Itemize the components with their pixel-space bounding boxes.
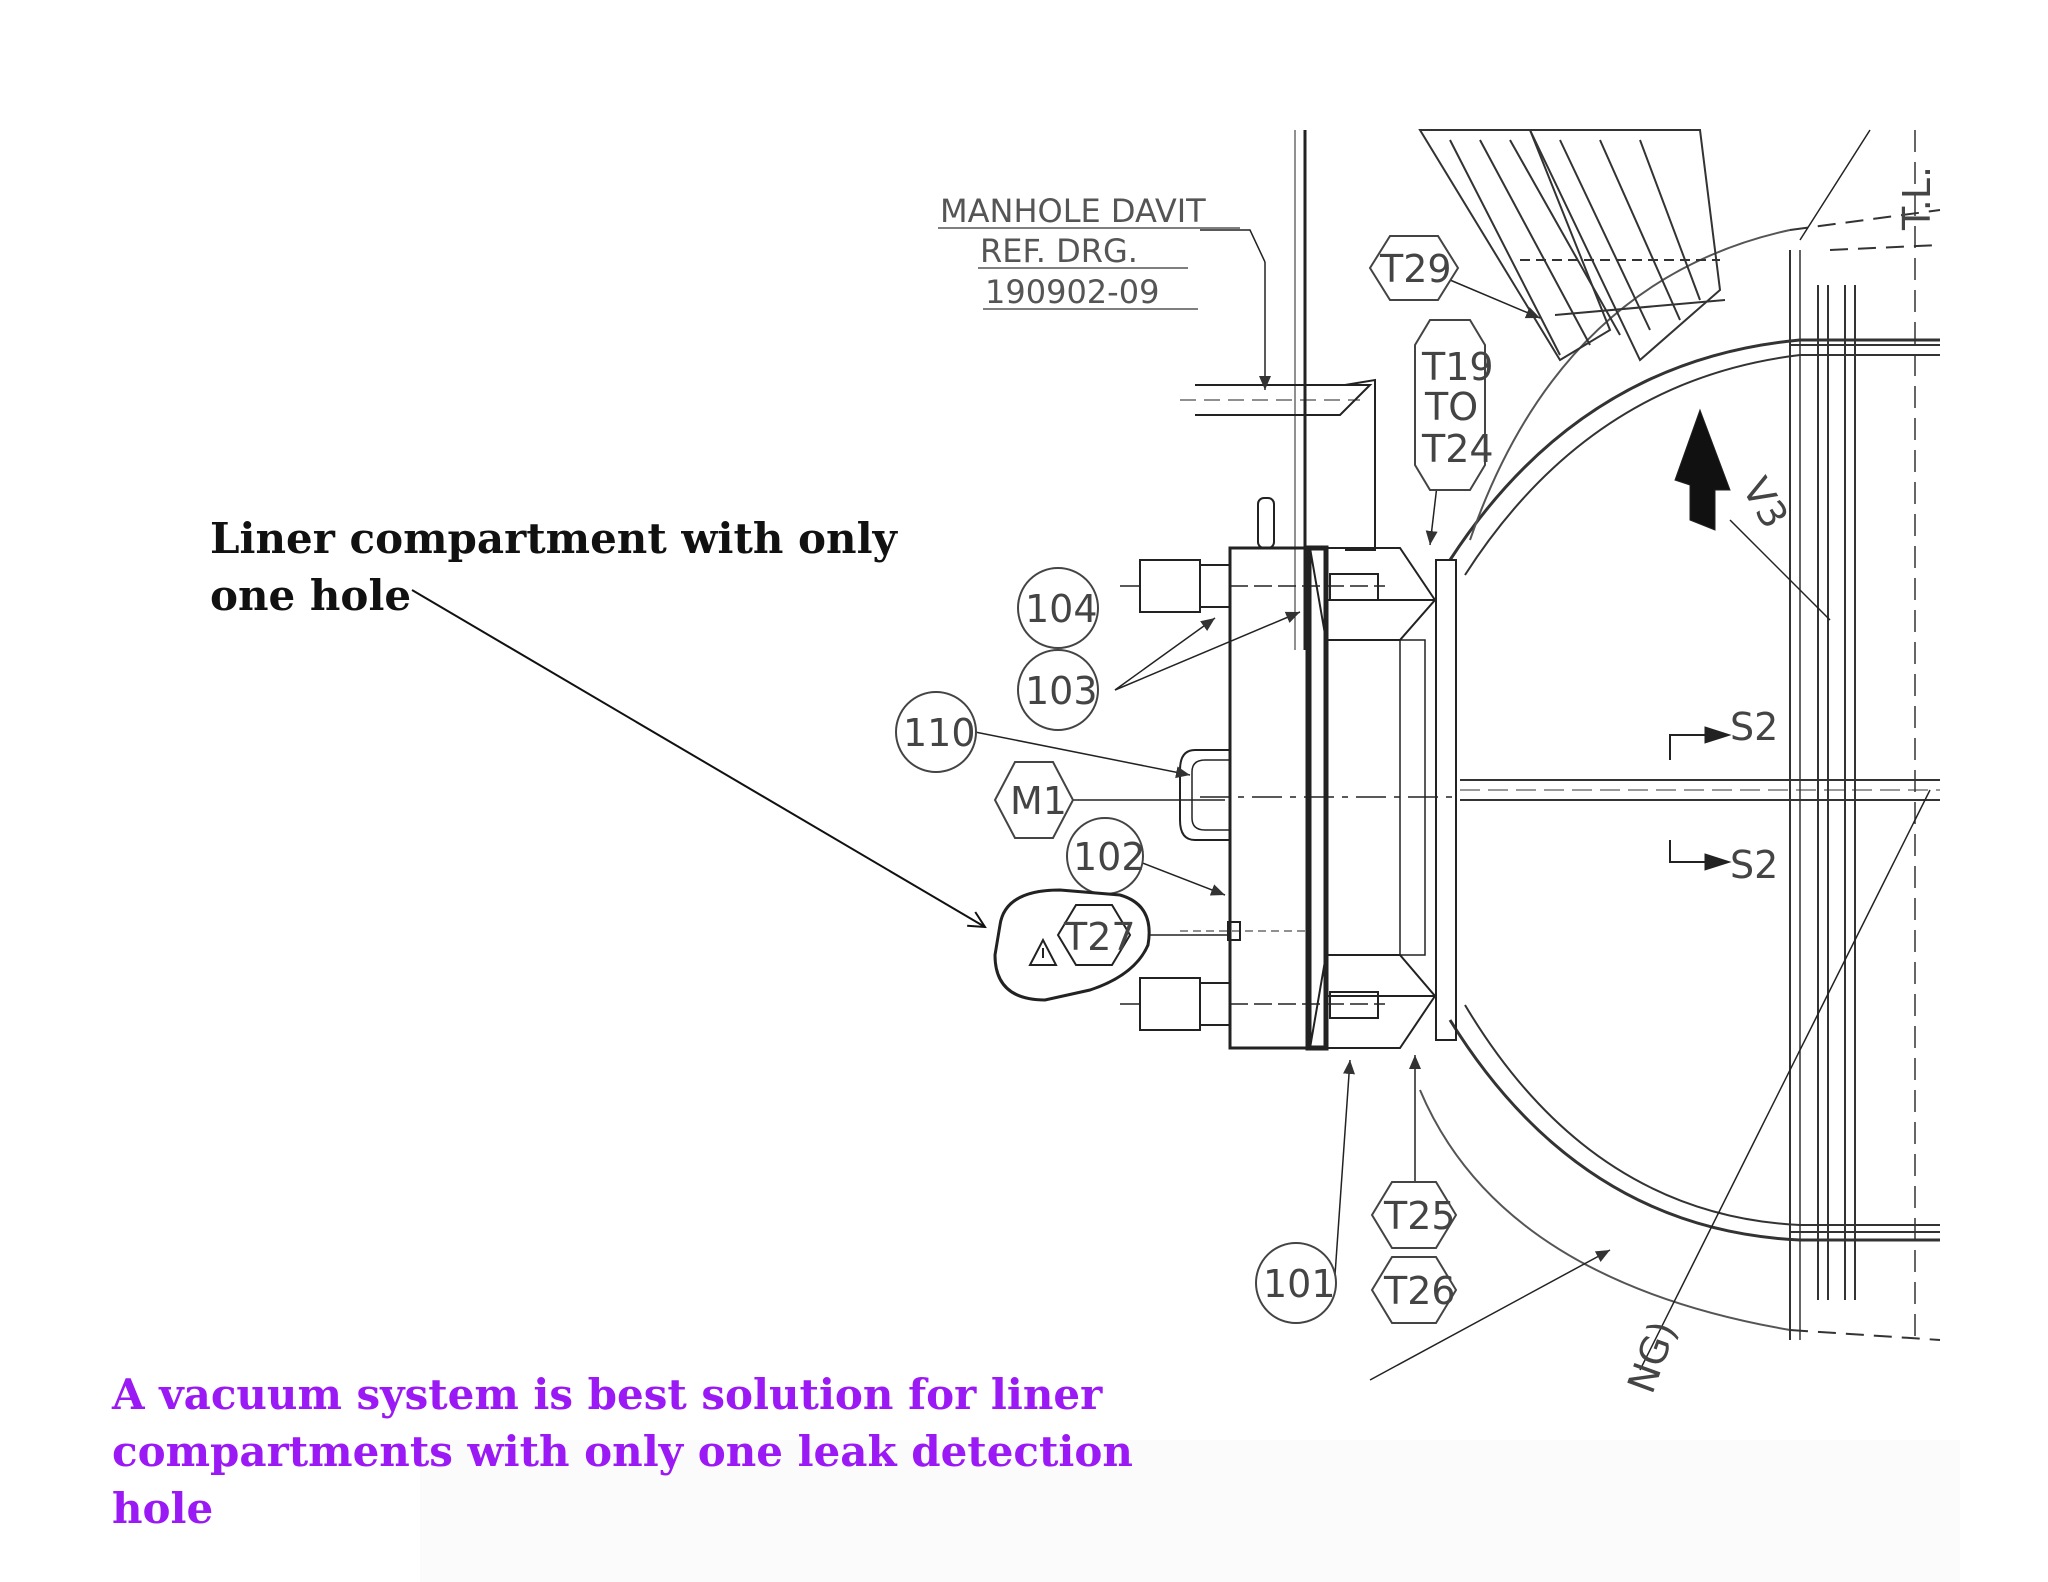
tag-t29: T29: [1368, 235, 1460, 301]
liner-compartment-heading: Liner compartment with only one hole: [210, 510, 930, 624]
manway-flange: [974, 129, 1931, 1381]
tag-103: 103: [1017, 649, 1099, 731]
tag-t26: T26: [1370, 1256, 1458, 1324]
tag-102-label: 102: [1073, 835, 1146, 879]
heading-leader-arrow: [411, 589, 985, 927]
tl-label: T.L.: [1895, 166, 1939, 231]
heading-line1: Liner compartment with only: [210, 514, 897, 563]
vessel-shell: [1419, 130, 1941, 1341]
tag-101: 101: [1255, 1242, 1337, 1324]
tag-m1-label: M1: [1010, 779, 1067, 823]
tag-t25-label: T25: [1383, 1194, 1456, 1238]
tag-110-label: 110: [903, 711, 976, 755]
tag-t19-line2: TO: [1424, 385, 1478, 429]
ng-label: NG): [1619, 1315, 1685, 1398]
warning-icon: [1028, 937, 1058, 966]
caption-line1: A vacuum system is best solution for lin…: [112, 1370, 1103, 1419]
tag-t26-label: T26: [1383, 1269, 1456, 1313]
tag-t25: T25: [1370, 1181, 1458, 1249]
tag-t27-highlight: T27: [993, 888, 1151, 1002]
vacuum-system-caption: A vacuum system is best solution for lin…: [112, 1366, 1212, 1537]
section-s2-top: S2: [1730, 705, 1778, 749]
note-line2: REF. DRG.: [980, 232, 1138, 270]
tag-104-label: 104: [1025, 587, 1098, 631]
manhole-davit-note: MANHOLE DAVIT REF. DRG. 190902-09: [938, 192, 1240, 311]
tag-110: 110: [895, 691, 977, 773]
nozzle-top: [1418, 129, 1726, 362]
tag-t19-line1: T19: [1421, 345, 1494, 389]
tag-t27-label: T27: [1063, 915, 1136, 959]
view-v3-label: V3: [1734, 470, 1797, 535]
note-line3: 190902-09: [985, 273, 1159, 311]
tag-102: 102: [1066, 817, 1146, 895]
tag-103-label: 103: [1025, 669, 1098, 713]
tag-m1: M1: [993, 761, 1075, 839]
tag-101-label: 101: [1263, 1262, 1336, 1306]
tag-t29-label: T29: [1379, 247, 1452, 291]
heading-line2: one hole: [210, 571, 412, 620]
caption-line2: compartments with only one leak detectio…: [112, 1427, 1133, 1533]
section-s2-bottom: S2: [1730, 843, 1778, 887]
tag-t19-line3: T24: [1421, 427, 1494, 471]
background-patch: [420, 1440, 1960, 1582]
tag-104: 104: [1017, 567, 1099, 649]
tag-t19-t24: T19 TO T24: [1414, 319, 1494, 491]
note-line1: MANHOLE DAVIT: [940, 192, 1206, 230]
